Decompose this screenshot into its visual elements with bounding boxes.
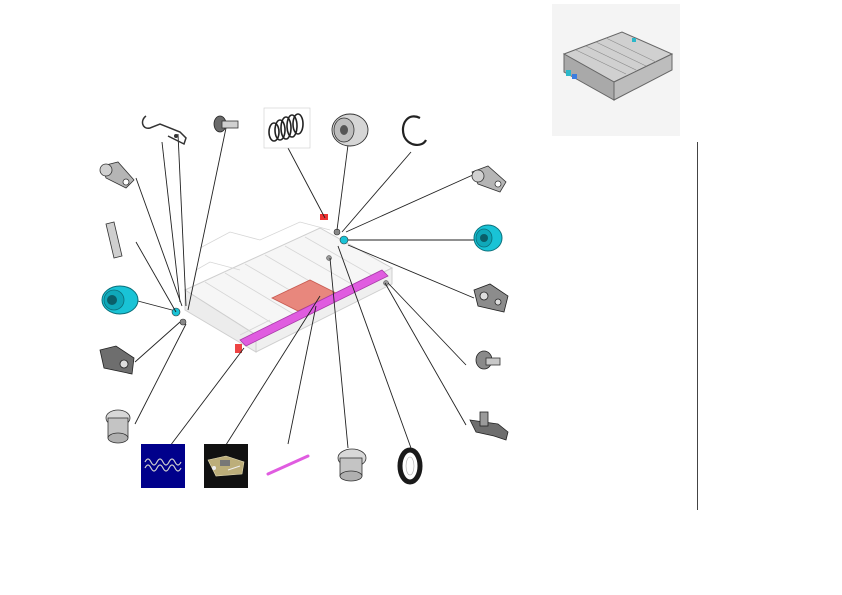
bearing-hub-icon bbox=[331, 113, 369, 147]
magenta-roller bbox=[239, 269, 389, 347]
coil-spring-icon bbox=[263, 107, 311, 149]
plate-bracket-icon bbox=[99, 345, 135, 375]
e-ring-icon bbox=[401, 115, 427, 146]
cyan-gear-icon bbox=[473, 224, 503, 252]
wire-clip-icon bbox=[141, 115, 187, 146]
divider-line bbox=[697, 142, 698, 510]
plate-bracket-icon bbox=[473, 283, 509, 313]
magenta-rod-icon bbox=[266, 454, 310, 476]
link-bracket-icon bbox=[471, 165, 507, 193]
shoulder-screw-icon bbox=[475, 350, 501, 370]
assembly-thumbnail bbox=[552, 4, 680, 136]
red-end-cap bbox=[235, 344, 242, 353]
shoulder-screw-icon bbox=[213, 115, 239, 133]
pin-rod-icon bbox=[105, 221, 123, 259]
bushing-icon bbox=[105, 409, 131, 444]
parts-photo-icon bbox=[204, 444, 248, 488]
latch-bracket-icon bbox=[469, 411, 509, 441]
assembly-thumbnail-icon bbox=[562, 31, 674, 101]
cyan-gear-mounted bbox=[339, 235, 349, 245]
bushing-icon bbox=[337, 448, 367, 482]
roller-assembly bbox=[171, 214, 394, 353]
spring-photo-icon bbox=[141, 444, 185, 488]
washer-ring-icon bbox=[397, 447, 423, 485]
link-bracket-icon bbox=[99, 161, 135, 189]
leader-lines bbox=[133, 127, 476, 449]
cyan-gear-icon bbox=[101, 285, 139, 315]
